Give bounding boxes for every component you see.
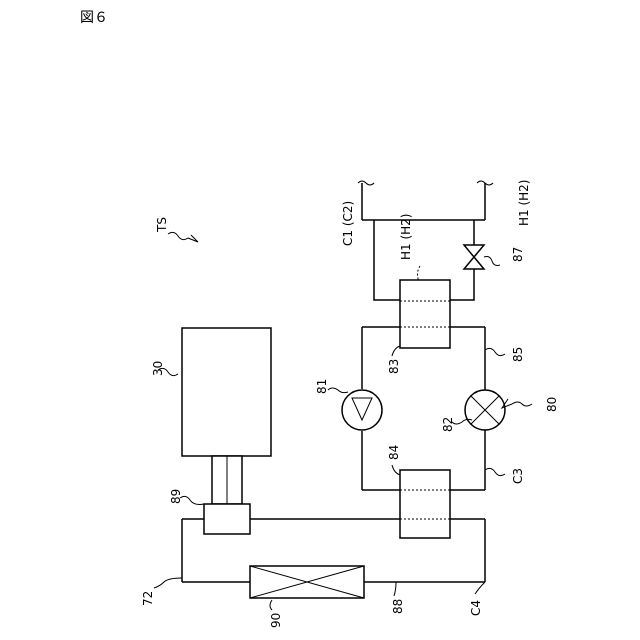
label-89: 89 [169,489,183,504]
pipe-branch-left [374,220,400,300]
leader-90 [270,600,272,610]
leader-80 [512,402,532,406]
leader-83 [392,346,400,356]
pipe-break-left [358,181,374,185]
device-30 [182,328,271,456]
arrow-ts [188,235,198,242]
label-h1-h2-right: H1 (H2) [517,180,531,227]
label-90: 90 [269,613,283,628]
heat-exchanger-83 [400,280,450,348]
leader-84 [392,465,400,475]
leader-72 [154,578,182,588]
device-circuit [182,328,485,598]
heat-exchanger-84 [400,470,450,538]
pump-81 [342,390,382,430]
leader-ts [168,232,188,239]
label-87: 87 [511,247,525,262]
label-c3: C3 [511,468,525,484]
label-30: 30 [151,361,165,376]
label-h1-h2-inner: H1 (H2) [399,214,413,261]
label-82: 82 [441,417,455,432]
label-81: 81 [315,379,329,394]
label-72: 72 [141,591,155,606]
label-84: 84 [387,445,401,460]
leader-87 [484,257,500,266]
leader-81 [328,388,348,393]
label-85: 85 [511,347,525,362]
leader-88 [394,582,396,596]
leader-85 [485,348,505,355]
label-ts: TS [155,217,169,233]
label-c1-c2: C1 (C2) [341,201,355,246]
pipe-branch-right-lower [450,269,474,300]
figure-label: 図６ [80,10,108,26]
leader-89 [180,496,204,504]
loop-80 [342,280,505,538]
leader-c4 [475,582,485,594]
component-89 [204,504,250,534]
label-88: 88 [391,599,405,614]
leader-c3 [485,468,505,475]
label-83: 83 [387,359,401,374]
label-80: 80 [545,397,559,412]
valve-87 [464,245,484,269]
label-c4: C4 [469,600,483,616]
